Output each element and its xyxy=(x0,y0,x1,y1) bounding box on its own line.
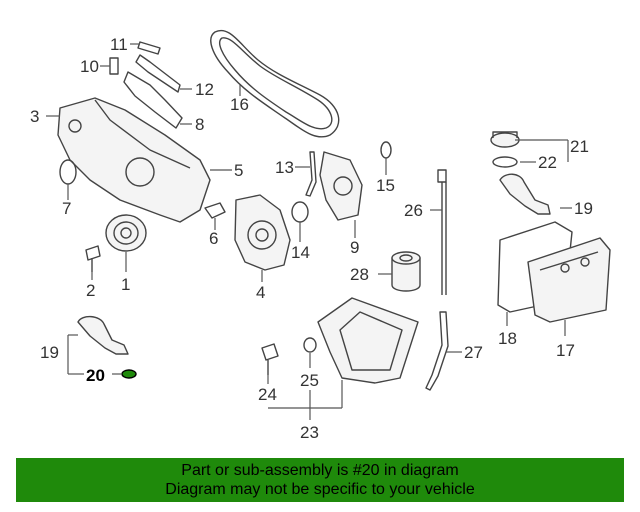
part-oil-pan-23 xyxy=(317,297,419,384)
part-rocker-cover-17 xyxy=(527,237,611,323)
callout-19-upper: 19 xyxy=(574,199,593,218)
banner-line-2: Diagram may not be specific to your vehi… xyxy=(165,481,475,498)
callout-24: 24 xyxy=(258,385,277,404)
part-dipstick-26 xyxy=(437,169,447,295)
callout-6: 6 xyxy=(209,229,218,248)
callout-22: 22 xyxy=(538,153,557,172)
callout-4: 4 xyxy=(256,283,265,302)
part-tube-27 xyxy=(425,311,449,391)
part-clip-6 xyxy=(204,202,226,219)
info-banner: Part or sub-assembly is #20 in diagram D… xyxy=(16,458,624,502)
banner-line-1: Part or sub-assembly is #20 in diagram xyxy=(181,462,459,479)
part-cover-9 xyxy=(319,151,363,221)
callout-13: 13 xyxy=(275,158,294,177)
part-drain-bolt-24 xyxy=(261,343,279,375)
part-oring-15 xyxy=(380,141,392,159)
part-bracket-12 xyxy=(135,54,181,93)
callout-21: 21 xyxy=(570,137,589,156)
part-washer-25 xyxy=(303,337,317,353)
part-crank-pulley xyxy=(105,214,147,252)
callout-20: 20 xyxy=(86,366,105,385)
callout-16: 16 xyxy=(230,95,249,114)
part-oil-filter-28 xyxy=(391,251,421,292)
part-strip-11 xyxy=(137,41,161,55)
part-seal-10 xyxy=(109,57,119,75)
part-bracket-8 xyxy=(123,71,183,129)
callout-27: 27 xyxy=(464,343,483,362)
callout-26: 26 xyxy=(404,201,423,220)
leader-lines xyxy=(46,43,572,420)
part-oring-20-highlight xyxy=(121,369,137,379)
part-seal-14 xyxy=(291,201,309,223)
callout-19-lower: 19 xyxy=(40,343,59,362)
callout-11: 11 xyxy=(110,35,128,54)
callout-28: 28 xyxy=(350,265,369,284)
callout-15: 15 xyxy=(376,176,395,195)
part-oil-cap-21 xyxy=(490,131,520,148)
callout-3: 3 xyxy=(30,107,39,126)
callout-10: 10 xyxy=(80,57,99,76)
callout-5: 5 xyxy=(234,161,243,180)
part-seal-7 xyxy=(59,159,77,185)
callout-25: 25 xyxy=(300,371,319,390)
callout-7: 7 xyxy=(62,199,71,218)
callout-9: 9 xyxy=(350,238,359,257)
callout-17: 17 xyxy=(556,341,575,360)
parts-diagram: 3 10 11 12 8 5 7 6 1 2 4 16 13 14 9 15 2… xyxy=(30,29,611,442)
callout-8: 8 xyxy=(195,115,204,134)
callout-2: 2 xyxy=(86,281,95,300)
part-timing-belt xyxy=(210,29,340,138)
callout-12: 12 xyxy=(195,80,214,99)
callout-14: 14 xyxy=(291,243,310,262)
part-tube-13 xyxy=(305,151,317,197)
part-bolt-2 xyxy=(85,245,101,272)
part-filler-pipe-upper xyxy=(499,173,551,215)
part-gasket-22 xyxy=(492,156,518,168)
callout-18: 18 xyxy=(498,329,517,348)
callout-23: 23 xyxy=(300,423,319,442)
callout-1: 1 xyxy=(121,275,130,294)
part-filler-pipe-lower xyxy=(77,315,129,355)
part-timing-cover-center xyxy=(234,194,291,271)
part-timing-cover xyxy=(57,97,211,223)
